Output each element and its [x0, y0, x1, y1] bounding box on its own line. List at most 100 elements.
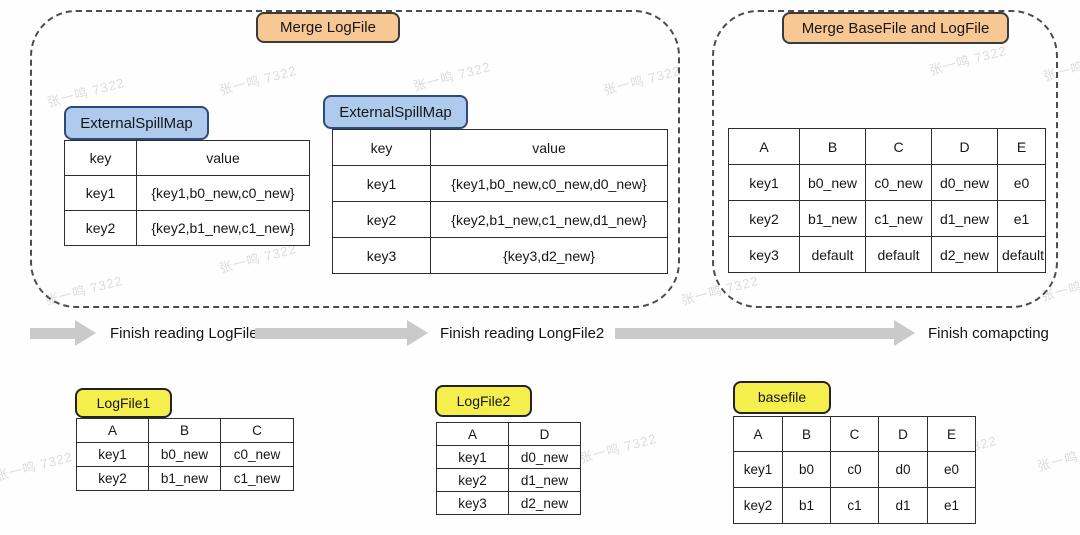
table-cell: c1 — [830, 487, 879, 524]
table-cell: c1_new — [220, 466, 294, 491]
table-cell: key1 — [436, 445, 509, 469]
table-cell: key2 — [332, 201, 431, 238]
table-cell: b1_new — [799, 200, 866, 237]
table-cell: key3 — [332, 237, 431, 274]
table-cell: key2 — [76, 466, 149, 491]
table-row: key1 d0_new — [436, 445, 581, 469]
logfile2-table: A D key1 d0_new key2 d1_new key3 d2_new — [436, 422, 581, 515]
table-cell: d2_new — [508, 491, 581, 515]
merge-logfile-container — [30, 10, 680, 308]
column-header: B — [782, 416, 831, 452]
timeline-step-2: Finish reading LongFile2 — [440, 325, 605, 342]
table-cell: {key2,b1_new,c1_new,d1_new} — [430, 201, 668, 238]
basefile-table: A B C D E key1 b0 c0 d0 e0 key2 b1 c1 d1… — [733, 416, 976, 524]
arrow-shaft — [30, 327, 75, 339]
column-header: D — [508, 422, 581, 446]
table-row: key1 {key1,b0_new,c0_new,d0_new} — [332, 165, 668, 202]
flow-arrow-icon — [615, 320, 915, 346]
column-header: value — [136, 140, 310, 176]
table-row: key2 b1_new c1_new — [76, 466, 294, 491]
table-row: key3 {key3,d2_new} — [332, 237, 668, 274]
table-cell: {key3,d2_new} — [430, 237, 668, 274]
column-header: A — [76, 418, 149, 443]
table-cell: key2 — [728, 200, 800, 237]
table-header-row: A D — [436, 422, 581, 446]
table-header-row: A B C D E — [733, 416, 976, 452]
flow-arrow-icon — [30, 320, 96, 346]
column-header: A — [733, 416, 783, 452]
table-cell: {key2,b1_new,c1_new} — [136, 210, 310, 246]
table-cell: b0 — [782, 451, 831, 488]
column-header: A — [436, 422, 509, 446]
table-cell: b0_new — [799, 164, 866, 201]
merge-logfile-title: Merge LogFile — [256, 12, 400, 43]
table-cell: key1 — [733, 451, 783, 488]
table-cell: {key1,b0_new,c0_new} — [136, 175, 310, 211]
table-cell: e0 — [927, 451, 976, 488]
watermark-text: 张一鸣 7322 — [1035, 439, 1080, 475]
timeline-step-1: Finish reading LogFile1 — [110, 325, 266, 342]
table-cell: d1_new — [508, 468, 581, 492]
table-cell: key2 — [64, 210, 137, 246]
table-row: key1 b0_new c0_new d0_new e0 — [728, 164, 1046, 201]
spillmap1-table: key value key1 {key1,b0_new,c0_new} key2… — [64, 140, 310, 246]
table-cell: d0_new — [508, 445, 581, 469]
basefile-label: basefile — [733, 381, 831, 414]
table-row: key2 b1_new c1_new d1_new e1 — [728, 200, 1046, 237]
table-cell: b1 — [782, 487, 831, 524]
table-row: key3 d2_new — [436, 491, 581, 515]
table-cell: key2 — [733, 487, 783, 524]
table-cell: d1_new — [931, 200, 998, 237]
table-cell: key3 — [728, 236, 800, 273]
table-cell: d0_new — [931, 164, 998, 201]
column-header: C — [865, 128, 932, 165]
table-row: key3 default default d2_new default — [728, 236, 1046, 273]
column-header: C — [220, 418, 294, 443]
merge-result-table: A B C D E key1 b0_new c0_new d0_new e0 k… — [728, 128, 1046, 273]
table-header-row: A B C D E — [728, 128, 1046, 165]
column-header: B — [148, 418, 221, 443]
table-cell: c0_new — [220, 442, 294, 467]
table-row: key2 d1_new — [436, 468, 581, 492]
table-row: key2 {key2,b1_new,c1_new} — [64, 210, 310, 246]
table-cell: c1_new — [865, 200, 932, 237]
table-cell: key1 — [76, 442, 149, 467]
column-header: E — [997, 128, 1046, 165]
table-cell: default — [799, 236, 866, 273]
spillmap2-table: key value key1 {key1,b0_new,c0_new,d0_ne… — [332, 129, 668, 274]
table-row: key1 b0_new c0_new — [76, 442, 294, 467]
merge-basefile-title: Merge BaseFile and LogFile — [782, 12, 1009, 44]
spillmap1-label: ExternalSpillMap — [64, 106, 209, 140]
table-cell: key3 — [436, 491, 509, 515]
table-cell: e0 — [997, 164, 1046, 201]
arrow-head — [894, 320, 915, 346]
table-cell: {key1,b0_new,c0_new,d0_new} — [430, 165, 668, 202]
table-header-row: key value — [64, 140, 310, 176]
column-header: value — [430, 129, 668, 166]
table-cell: default — [997, 236, 1046, 273]
table-cell: c0_new — [865, 164, 932, 201]
watermark-text: 张一鸣 7322 — [577, 430, 659, 467]
arrow-head — [75, 320, 96, 346]
column-header: C — [830, 416, 879, 452]
column-header: D — [878, 416, 928, 452]
table-cell: b0_new — [148, 442, 221, 467]
table-cell: key2 — [436, 468, 509, 492]
table-cell: default — [865, 236, 932, 273]
table-cell: e1 — [997, 200, 1046, 237]
table-cell: d1 — [878, 487, 928, 524]
table-row: key1 {key1,b0_new,c0_new} — [64, 175, 310, 211]
table-cell: b1_new — [148, 466, 221, 491]
arrow-head — [407, 320, 428, 346]
column-header: A — [728, 128, 800, 165]
merge-basefile-container — [712, 10, 1058, 308]
table-cell: d0 — [878, 451, 928, 488]
flow-arrow-icon — [255, 320, 428, 346]
column-header: D — [931, 128, 998, 165]
table-cell: key1 — [728, 164, 800, 201]
column-header: B — [799, 128, 866, 165]
table-row: key2 {key2,b1_new,c1_new,d1_new} — [332, 201, 668, 238]
table-cell: key1 — [332, 165, 431, 202]
table-cell: c0 — [830, 451, 879, 488]
watermark-text: 张一鸣 7322 — [0, 448, 75, 485]
